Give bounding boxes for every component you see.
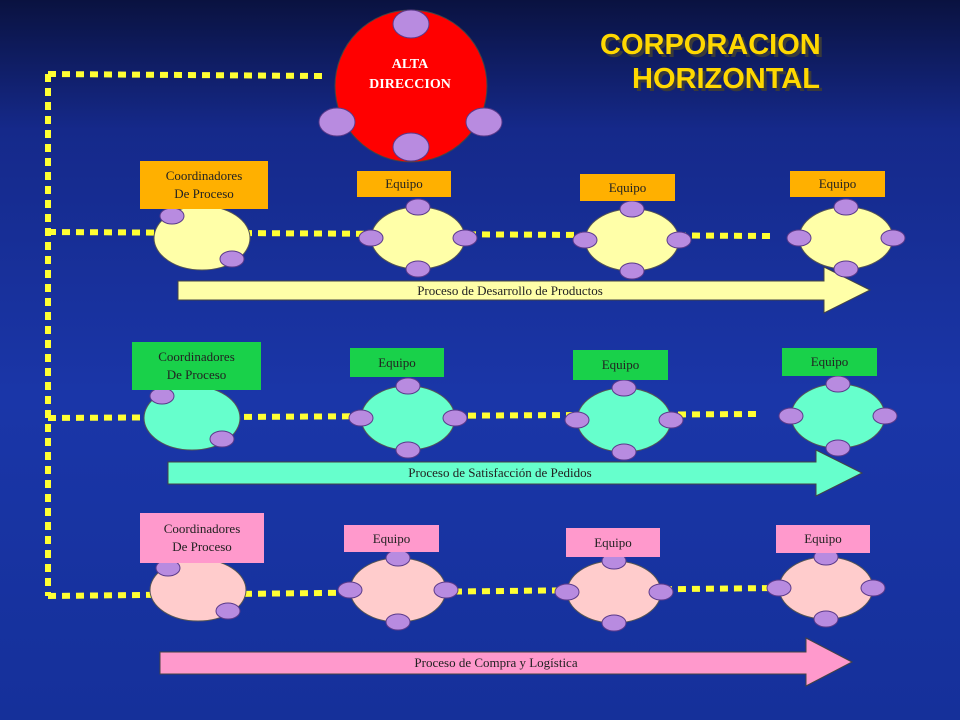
member-node	[405, 260, 431, 278]
process-label-3: Proceso de Compra y Logística	[414, 655, 578, 670]
member-node	[395, 441, 421, 459]
member-node	[149, 387, 175, 405]
member-node	[385, 613, 411, 631]
member-node	[825, 439, 851, 457]
title-line-1: CORPORACION	[600, 29, 821, 61]
member-node	[833, 198, 859, 216]
member-node	[337, 581, 363, 599]
member-node	[348, 409, 374, 427]
member-node	[766, 579, 792, 597]
coord-label-row-3: Coordinadores De Proceso	[140, 513, 264, 563]
coord-line-1: Coordinadores	[163, 521, 241, 537]
member-node	[219, 250, 245, 268]
member-node	[611, 379, 637, 397]
coord-label-row-1: Coordinadores De Proceso	[140, 161, 268, 209]
team-label-row-2-2: Equipo	[573, 350, 668, 380]
team-label-row-1-2: Equipo	[580, 174, 675, 201]
team-label-row-2-3: Equipo	[782, 348, 877, 376]
member-node	[405, 198, 431, 216]
member-node	[159, 207, 185, 225]
member-node	[619, 262, 645, 280]
member-node	[860, 579, 886, 597]
member-node	[433, 581, 459, 599]
alta-line-1: ALTA	[391, 57, 429, 72]
member-node	[572, 231, 598, 249]
team-node-row-2-2	[564, 379, 684, 461]
member-node	[554, 583, 580, 601]
member-node	[778, 407, 804, 425]
team-node-row-1-1	[358, 198, 478, 278]
coord-line-2: De Proceso	[166, 367, 227, 382]
member-node	[813, 610, 839, 628]
team-node-row-3-2	[554, 552, 674, 632]
coord-line-1: Coordinadores	[165, 168, 243, 184]
member-node	[209, 430, 235, 448]
page-title: CORPORACION HORIZONTAL	[600, 28, 880, 96]
team-node-row-2-1	[348, 377, 468, 459]
process-label-2: Proceso de Satisfacción de Pedidos	[408, 465, 592, 480]
member-node	[619, 200, 645, 218]
coord-label-row-2: Coordinadores De Proceso	[132, 342, 261, 390]
process-label-1: Proceso de Desarrollo de Productos	[417, 283, 603, 298]
alta-direccion-label: ALTA DIRECCION	[330, 55, 490, 95]
member-node	[872, 407, 898, 425]
team-label-row-3-2: Equipo	[566, 528, 660, 557]
team-node-row-3-1	[337, 549, 459, 631]
coord-line-1: Coordinadores	[158, 349, 235, 365]
team-node-row-2-3	[778, 375, 898, 457]
connector-top	[47, 71, 323, 79]
member-node	[564, 411, 590, 429]
team-label-row-1-1: Equipo	[357, 171, 451, 197]
member-node	[358, 229, 384, 247]
team-label-row-2-1: Equipo	[350, 348, 444, 377]
coordinator-node-row-2	[143, 385, 241, 451]
process-arrow-1	[177, 266, 872, 314]
alta-line-2: DIRECCION	[369, 77, 451, 92]
member-node	[601, 614, 627, 632]
member-node	[833, 260, 859, 278]
team-label-row-1-3: Equipo	[790, 171, 885, 197]
member-node	[658, 411, 684, 429]
alta-direccion-node	[318, 9, 503, 163]
coord-line-2: De Proceso	[174, 186, 234, 201]
member-node	[385, 549, 411, 567]
member-node	[215, 602, 241, 620]
process-arrow-3	[159, 637, 854, 687]
member-node	[395, 377, 421, 395]
team-node-row-1-3	[786, 198, 906, 278]
member-node	[825, 375, 851, 393]
member-node	[880, 229, 906, 247]
title-line-2: HORIZONTAL	[632, 63, 820, 95]
member-node	[452, 229, 478, 247]
coordinator-node-row-3	[149, 558, 247, 622]
member-node	[648, 583, 674, 601]
team-label-row-3-3: Equipo	[776, 525, 870, 553]
member-node	[442, 409, 468, 427]
team-label-row-3-1: Equipo	[344, 525, 439, 552]
member-node	[611, 443, 637, 461]
team-node-row-1-2	[572, 200, 692, 280]
coord-line-2: De Proceso	[172, 539, 232, 554]
coordinator-node-row-1	[153, 205, 251, 271]
member-node	[666, 231, 692, 249]
process-arrow-2	[167, 449, 864, 497]
team-node-row-3-3	[766, 548, 886, 628]
member-node	[786, 229, 812, 247]
